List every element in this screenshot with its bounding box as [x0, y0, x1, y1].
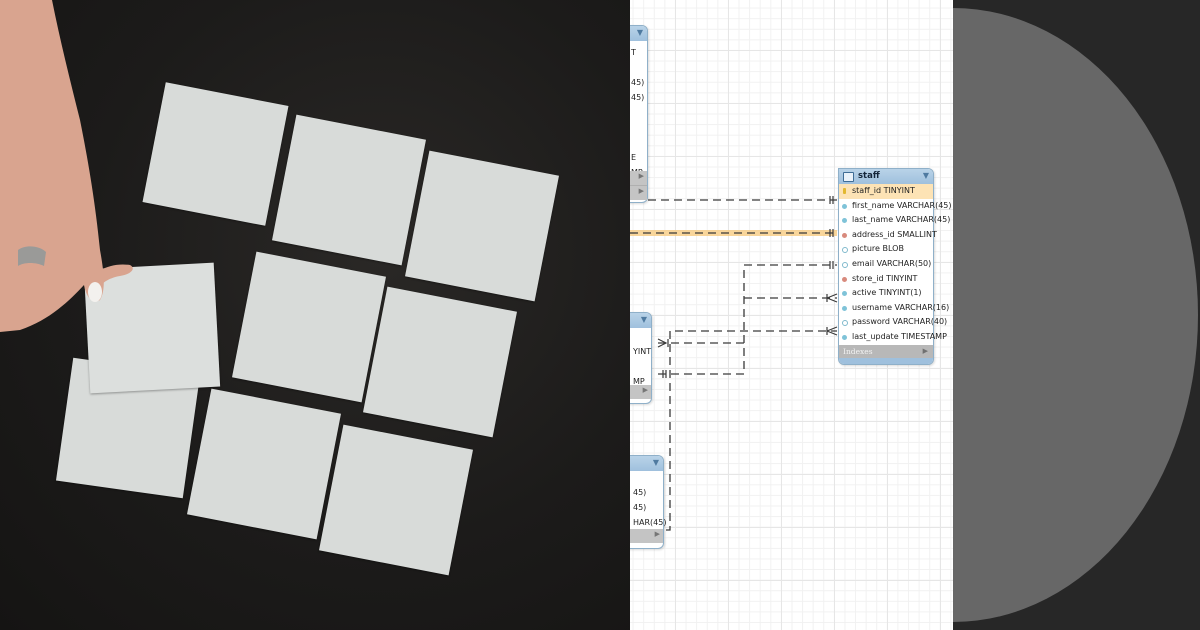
sticky-note: [363, 286, 517, 438]
column-row[interactable]: first_name VARCHAR(45): [839, 199, 952, 214]
table-icon: [843, 172, 854, 182]
sticky-note: [142, 82, 289, 226]
collapse-icon[interactable]: ▼: [922, 171, 929, 180]
relationship-lines: [630, 196, 838, 531]
one-marker-icon: [829, 261, 834, 269]
column-label: address_id SMALLINT: [852, 229, 937, 239]
column-fragment: YINT: [633, 347, 652, 356]
column-row[interactable]: password VARCHAR(40): [839, 315, 947, 330]
crows-foot-icon: [657, 338, 669, 348]
table-sections: ▶: [630, 529, 663, 543]
foreign-keys-section[interactable]: ▶: [630, 185, 647, 200]
column-fragment: HAR(45): [633, 518, 667, 527]
table-partial-top[interactable]: ▼ T 45) 45) E MP ▶ ▶: [630, 25, 648, 203]
column-fragments: 45) 45) HAR(45): [633, 485, 666, 530]
expand-icon[interactable]: ▶: [922, 346, 928, 355]
table-header[interactable]: staff ▼: [839, 169, 933, 184]
sticky-notes-photo: [0, 0, 630, 630]
indexes-section[interactable]: ▶: [630, 529, 663, 543]
one-marker-icon: [662, 370, 667, 378]
nullable-column-icon: [842, 261, 848, 268]
column-label: active TINYINT(1): [852, 288, 922, 298]
table-header[interactable]: ▼: [630, 26, 647, 41]
column-icon: [842, 218, 847, 224]
column-label: last_update TIMESTAMP: [852, 331, 947, 341]
column-row[interactable]: last_name VARCHAR(45): [839, 213, 950, 228]
table-partial-bottom[interactable]: ▼ 45) 45) HAR(45) ▶: [630, 455, 666, 549]
indexes-label: Indexes: [843, 346, 873, 356]
column-row[interactable]: username VARCHAR(16): [839, 301, 949, 316]
foreign-key-icon: [842, 232, 847, 238]
expand-icon[interactable]: ▶: [654, 530, 660, 538]
column-fragment: 45): [631, 78, 645, 87]
foreign-key-icon: [842, 276, 847, 282]
table-sections: ▶ ▶: [630, 171, 647, 200]
table-title: staff: [858, 171, 880, 181]
relationship-line[interactable]: [666, 330, 837, 531]
column-row[interactable]: store_id TINYINT: [839, 272, 933, 287]
indexes-section[interactable]: Indexes ▶: [839, 344, 933, 358]
column-label: first_name VARCHAR(45): [852, 200, 952, 210]
column-label: username VARCHAR(16): [852, 302, 950, 312]
expand-icon[interactable]: ▶: [638, 187, 644, 195]
crows-foot-icon: [826, 293, 838, 303]
sticky-note: [319, 424, 473, 576]
crows-foot-icon: [826, 326, 838, 336]
relationship-line[interactable]: [658, 264, 837, 375]
table-partial-middle[interactable]: ▼ YINT MP ▶: [630, 312, 652, 404]
column-label: staff_id TINYINT: [852, 186, 915, 195]
column-icon: [842, 305, 847, 311]
column-fragment: T: [631, 48, 636, 57]
expand-icon[interactable]: ▶: [642, 386, 648, 394]
column-label: last_name VARCHAR(45): [852, 215, 951, 225]
one-marker-icon: [829, 229, 834, 237]
column-label: password VARCHAR(40): [852, 317, 948, 327]
column-fragment: MP: [633, 377, 645, 386]
primary-key-icon: [843, 188, 846, 194]
column-icon: [842, 334, 847, 340]
decorative-panel: [953, 0, 1200, 630]
er-diagram-canvas[interactable]: ▼ T 45) 45) E MP ▶ ▶ ▼ YINT MP ▶ ▼ 45): [630, 0, 953, 630]
collapse-icon[interactable]: ▼: [640, 315, 647, 324]
column-fragments: YINT MP: [633, 344, 651, 389]
column-row[interactable]: last_update TIMESTAMP: [839, 330, 947, 345]
column-row[interactable]: picture BLOB: [839, 242, 933, 257]
table-sections: ▶: [630, 385, 651, 399]
column-row[interactable]: address_id SMALLINT: [839, 228, 937, 243]
sticky-note: [405, 150, 559, 302]
expand-icon[interactable]: ▶: [638, 172, 644, 180]
column-fragment: 45): [633, 488, 647, 497]
collapse-icon[interactable]: ▼: [636, 28, 643, 37]
column-label: store_id TINYINT: [852, 273, 918, 283]
column-fragment: 45): [633, 503, 647, 512]
table-header[interactable]: ▼: [630, 456, 663, 471]
sticky-note: [272, 114, 426, 266]
column-row[interactable]: staff_id TINYINT: [839, 184, 933, 199]
nullable-column-icon: [842, 247, 848, 254]
hand-illustration: [0, 0, 133, 332]
indexes-section[interactable]: ▶: [630, 171, 647, 185]
indexes-section[interactable]: ▶: [630, 385, 651, 399]
column-fragment: 45): [631, 93, 645, 102]
column-fragment: E: [631, 153, 637, 162]
column-icon: [842, 291, 847, 297]
column-row[interactable]: email VARCHAR(50): [839, 257, 933, 272]
nullable-column-icon: [842, 320, 848, 327]
collapse-icon[interactable]: ▼: [652, 458, 659, 467]
column-label: email VARCHAR(50): [852, 258, 932, 268]
column-row[interactable]: active TINYINT(1): [839, 286, 933, 301]
sticky-note: [232, 251, 386, 403]
table-staff[interactable]: staff ▼ staff_id TINYINT first_name VARC…: [838, 168, 952, 365]
column-label: picture BLOB: [852, 244, 904, 254]
one-marker-icon: [829, 196, 834, 204]
sticky-note: [187, 388, 341, 540]
table-header[interactable]: ▼: [630, 313, 651, 328]
half-circle-shape: [953, 8, 1198, 622]
table-footer-bar: [839, 357, 933, 364]
column-icon: [842, 203, 847, 209]
